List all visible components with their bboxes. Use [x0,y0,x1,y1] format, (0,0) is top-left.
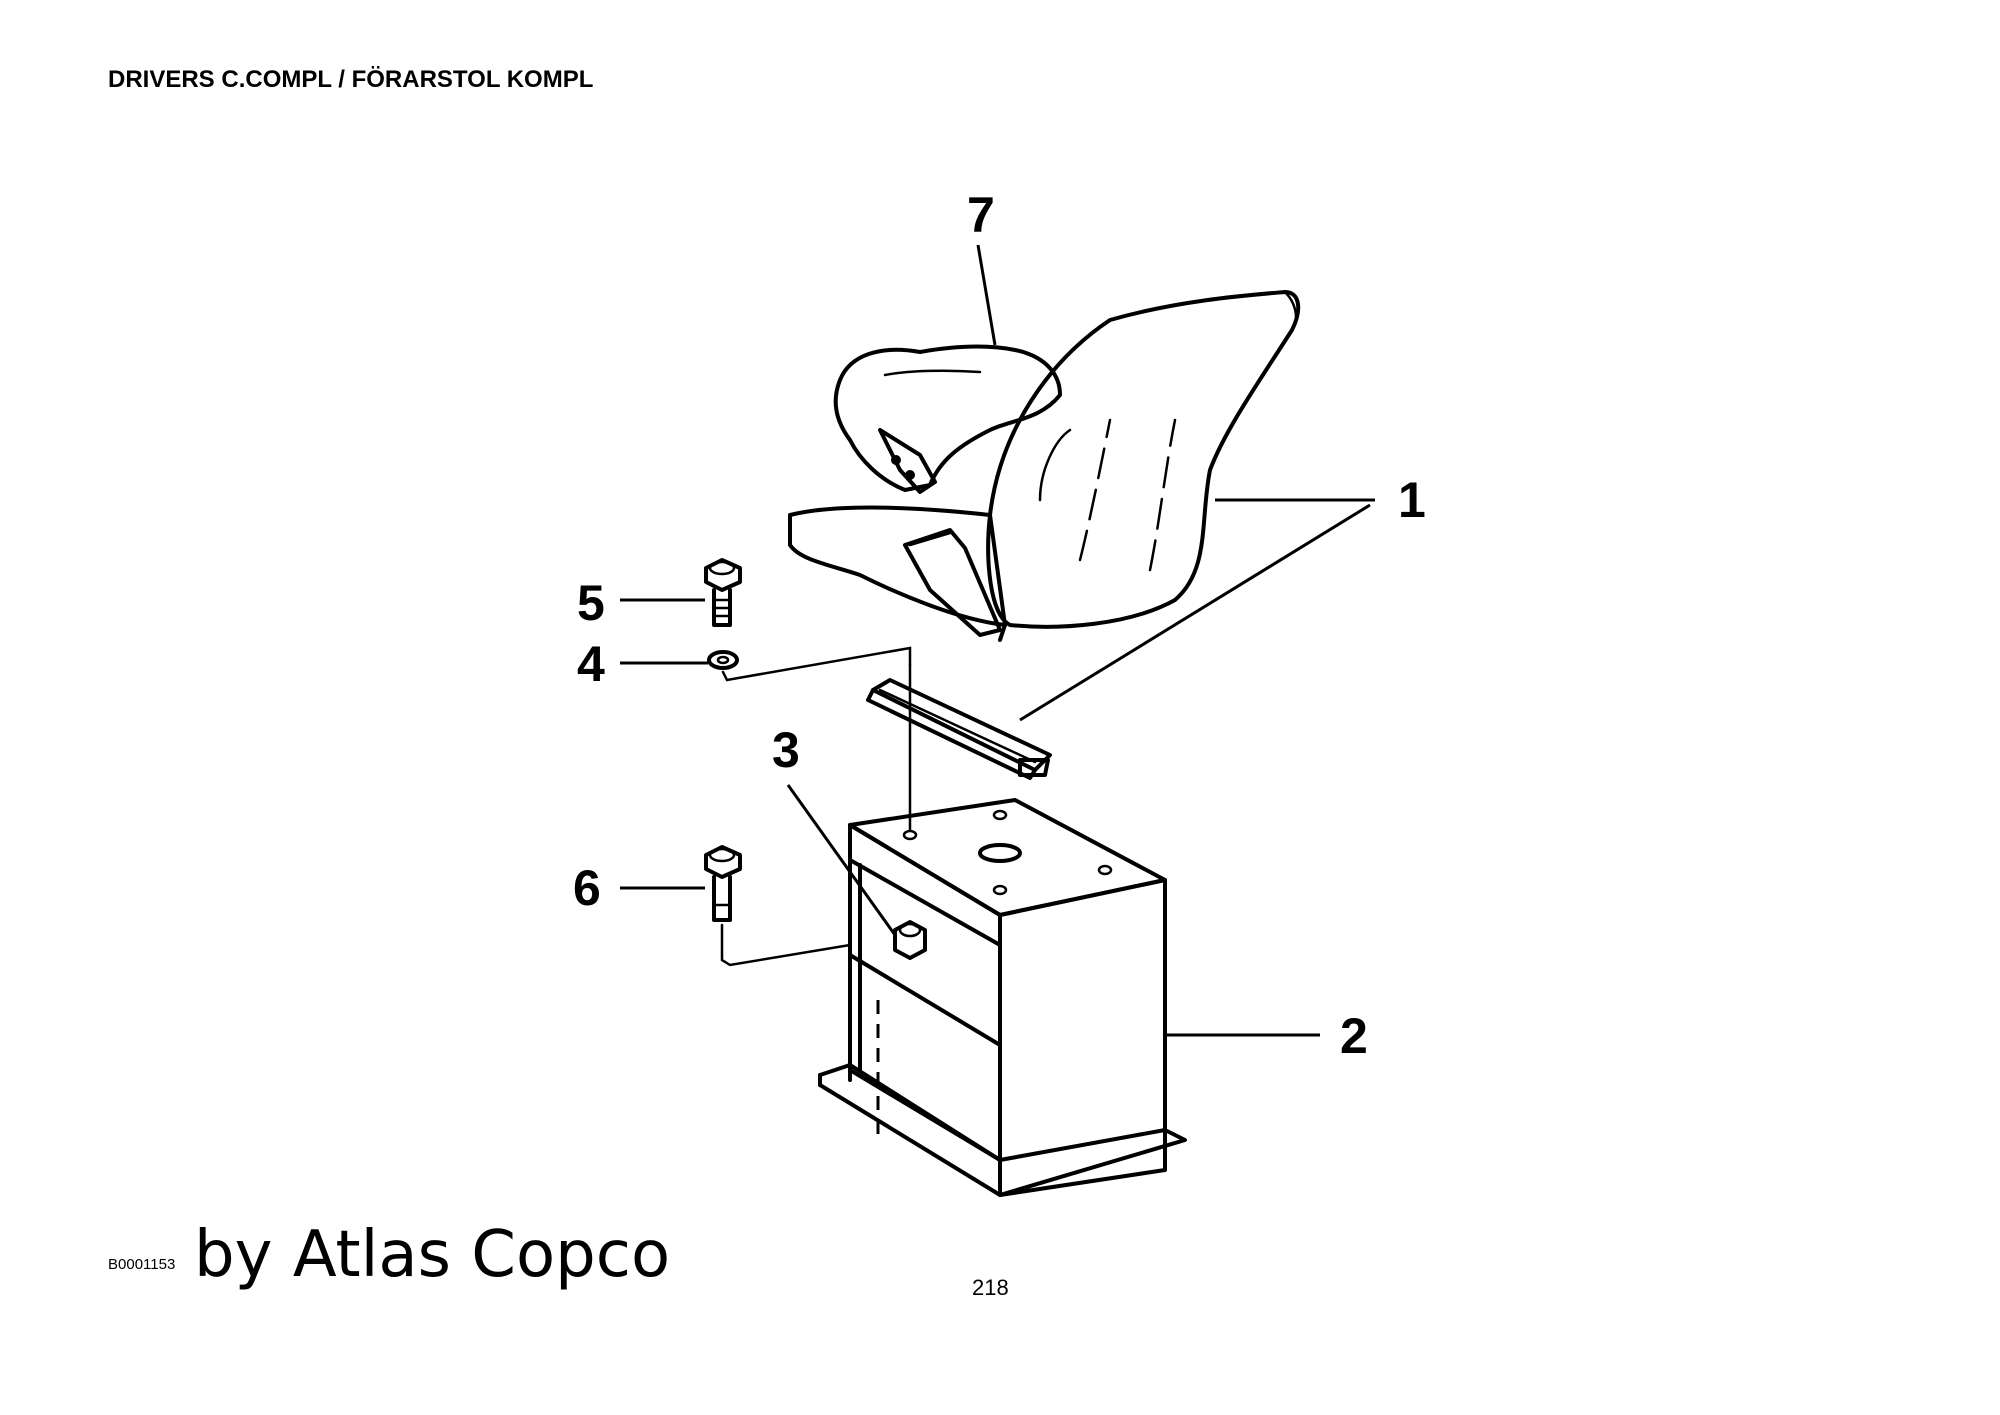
callout-7: 7 [967,187,995,243]
washer [620,646,912,682]
watermark-text: by Atlas Copco [194,1218,671,1292]
seat-assembly [788,290,1375,642]
page-title: DRIVERS C.COMPL / FÖRARSTOL KOMPL [108,66,594,93]
bolt-upper [620,558,742,627]
slide-rail [866,503,1371,780]
page-number: 218 [972,1275,1009,1300]
figure-reference-code: B0001153 [108,1256,176,1273]
callout-6: 6 [573,860,601,916]
callout-3: 3 [772,722,800,778]
callout-4: 4 [577,636,605,692]
callout-2: 2 [1340,1008,1368,1064]
console-box [818,663,1320,1197]
nut [786,784,927,960]
callout-5: 5 [577,575,605,631]
callout-1: 1 [1398,472,1426,528]
bolt-lower [620,845,852,967]
